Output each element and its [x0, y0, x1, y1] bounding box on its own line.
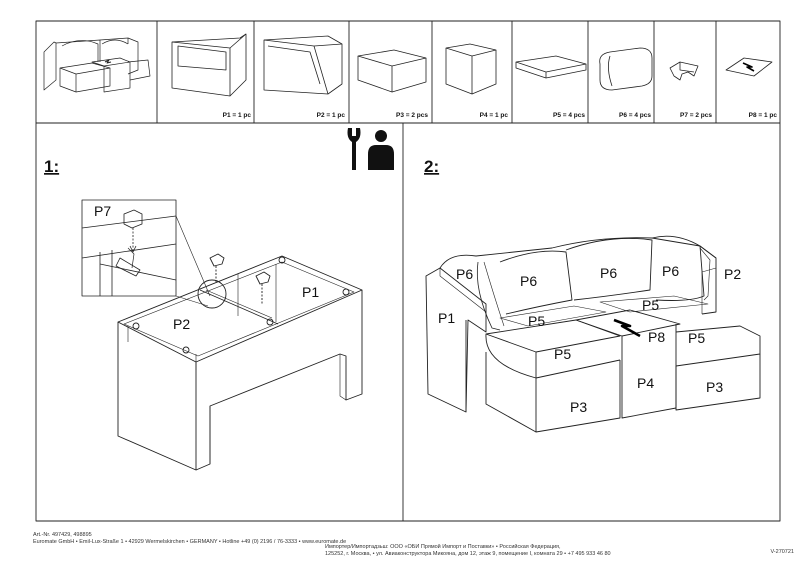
step2-p1-label: P1: [438, 310, 455, 326]
sofa-assembled-drawing: [425, 235, 761, 433]
step2-p6-label-3: P6: [600, 265, 617, 281]
step2-p8-label: P8: [648, 329, 665, 345]
step2-p6-label-2: P6: [520, 273, 537, 289]
part-p7-label: P7 = 2 pcs: [680, 112, 712, 119]
person-icon: [368, 130, 394, 170]
part-p7-drawing: [669, 61, 699, 81]
part-p6-label: P6 = 4 pcs: [619, 112, 651, 119]
sheet-border: [35, 20, 781, 522]
footer-article-numbers: Art.-Nr. 497429, 498895: [33, 532, 92, 538]
step1-p7-label: P7: [94, 203, 111, 219]
step1-p2-label: P2: [173, 316, 190, 332]
part-p1-drawing: [171, 33, 247, 97]
part-p3-drawing: [357, 49, 427, 93]
part-p2-label: P2 = 1 pc: [317, 112, 346, 119]
step2-number: 2:: [424, 157, 439, 176]
step2-p6-label-4: P6: [662, 263, 679, 279]
step2-p3-label-1: P3: [570, 399, 587, 415]
base-frame-drawing: [117, 253, 363, 471]
footer-importer-line2: 125252, г. Москва, • ул. Авиаконструктор…: [325, 550, 611, 557]
part-p1-label: P1 = 1 pc: [223, 112, 252, 119]
part-p5-label: P5 = 4 pcs: [553, 112, 585, 119]
step1-number: 1:: [44, 157, 59, 176]
sofa-overview-thumbnail: [43, 37, 151, 93]
step2-p2-label: P2: [724, 266, 741, 282]
part-p4-drawing: [445, 43, 497, 95]
part-p6-drawing: [599, 47, 653, 91]
step2-p5-label-4: P5: [688, 330, 705, 346]
footer-importer: Импортер/Импортадзьш: ООО «ОБИ Прямой Им…: [325, 544, 611, 557]
step2-p5-label-2: P5: [642, 297, 659, 313]
wrench-icon: [347, 128, 361, 170]
part-p8-label: P8 = 1 pc: [749, 112, 778, 119]
step2-p6-label-1: P6: [456, 266, 473, 282]
part-p8-drawing: [725, 57, 773, 77]
step2-p4-label: P4: [637, 375, 654, 391]
footer-manufacturer: Art.-Nr. 497429, 498895 Euromate GmbH • …: [33, 532, 346, 545]
step1-p1-label: P1: [302, 284, 319, 300]
part-p2-drawing: [263, 35, 343, 95]
step2-p5-label-3: P5: [554, 346, 571, 362]
part-p3-label: P3 = 2 pcs: [396, 112, 428, 119]
parts-cell-dividers: [156, 21, 717, 123]
footer-address: Euromate GmbH • Emil-Lux-Straße 1 • 4292…: [33, 538, 347, 545]
step2-p3-label-2: P3: [706, 379, 723, 395]
step2-p5-label-1: P5: [528, 313, 545, 329]
footer-version: V-270721: [770, 549, 794, 555]
part-p5-drawing: [515, 55, 587, 79]
part-p4-label: P4 = 1 pc: [480, 112, 509, 119]
footer-importer-line1: Импортер/Импортадзьш: ООО «ОБИ Прямой Им…: [325, 544, 561, 550]
